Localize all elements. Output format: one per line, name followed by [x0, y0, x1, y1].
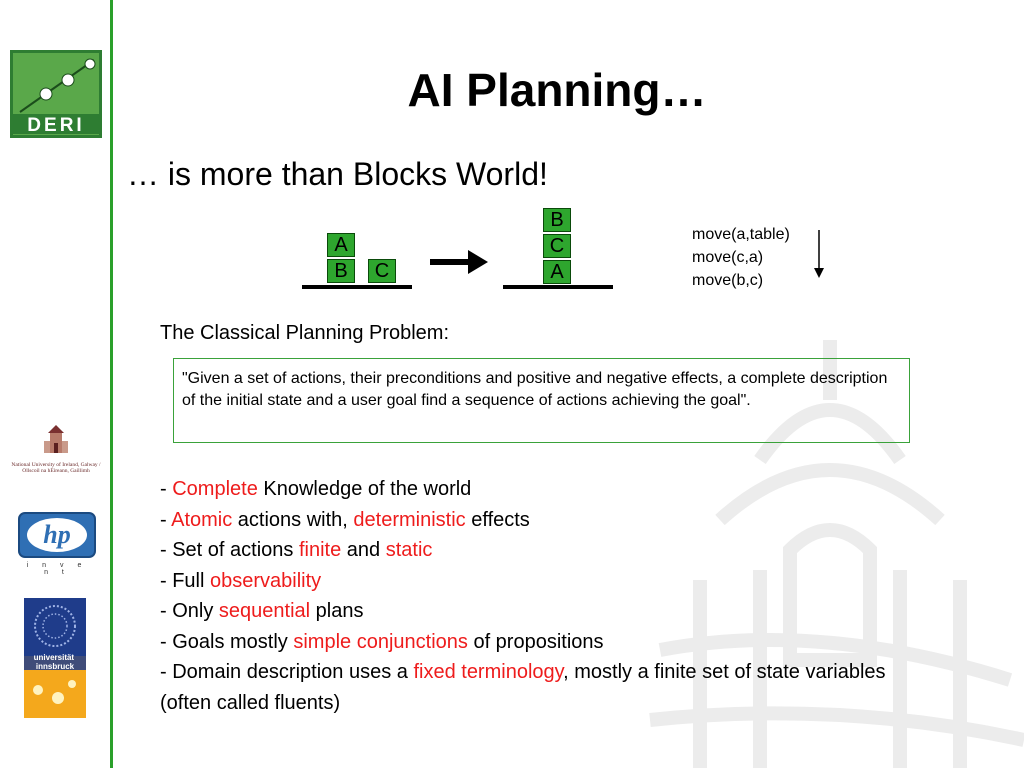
left-divider-rule: [110, 0, 113, 768]
bullet-highlight-term: fixed terminology: [413, 661, 564, 683]
bullet-text: of propositions: [467, 630, 604, 653]
definition-quote-text: "Given a set of actions, their precondit…: [182, 370, 888, 409]
bullet-text: - Only: [160, 600, 219, 622]
bullet-highlight-term: static: [385, 539, 433, 561]
bullet-text: effects: [465, 508, 530, 531]
classical-planning-heading: The Classical Planning Problem:: [160, 322, 450, 344]
bullet-highlight-term: sequential: [218, 600, 311, 622]
nuig-logo: National University of Ireland, Galway /…: [4, 425, 108, 474]
bullet-text: and: [341, 539, 386, 561]
deri-logo-text: DERI: [27, 115, 84, 136]
hp-logo: hp i n v e n t: [18, 512, 96, 576]
block-initial-single: C: [368, 259, 396, 283]
bullet-text: - Goals mostly: [160, 630, 294, 653]
bullet-highlight-term: Complete: [172, 478, 258, 500]
block-initial-top: A: [327, 233, 355, 257]
assumptions-bullet-list: - Complete Knowledge of the world- Atomi…: [160, 474, 920, 718]
watermark-illustration: [640, 320, 1024, 768]
nuig-crest-icon: [44, 425, 68, 453]
bullet-text: , mostly a finite set of state variables…: [160, 661, 886, 714]
hp-tagline: i n v e n t: [26, 562, 88, 576]
bullet-text: plans: [310, 600, 364, 622]
bullet-text: - Full: [160, 569, 210, 592]
bullet-highlight-term: simple conjunctions: [293, 630, 468, 653]
bullet-item: - Domain description uses a fixed termin…: [160, 657, 920, 718]
slide-subtitle: … is more than Blocks World!: [127, 156, 548, 192]
bullet-text: -: [160, 508, 172, 531]
bullet-item: - Atomic actions with, deterministic eff…: [160, 505, 920, 536]
nuig-logo-text: National University of Ireland, Galway /…: [11, 462, 101, 474]
bullet-highlight-term: Atomic: [171, 508, 233, 531]
hp-logo-text: hp: [43, 520, 70, 549]
block-initial-bottom: B: [327, 259, 355, 283]
bullet-item: - Goals mostly simple conjunctions of pr…: [160, 627, 920, 658]
bullet-highlight-term: deterministic: [353, 508, 466, 531]
block-goal-middle: C: [543, 234, 571, 258]
block-goal-top: B: [543, 208, 571, 232]
innsbruck-logo-line2: innsbruck: [36, 662, 75, 671]
move-sequence: move(a,table) move(c,a) move(b,c): [692, 223, 790, 292]
initial-table-line: [302, 285, 412, 289]
goal-table-line: [503, 285, 613, 289]
bullet-text: - Set of actions: [160, 539, 299, 561]
bullet-text: -: [160, 478, 173, 500]
bullet-item: - Full observability: [160, 566, 920, 597]
innsbruck-logo-line1: universität: [34, 653, 75, 662]
bullet-item: - Set of actions finite and static: [160, 535, 920, 566]
move-step-1: move(a,table): [692, 226, 790, 243]
bullet-highlight-term: finite: [298, 539, 342, 561]
block-goal-bottom: A: [543, 260, 571, 284]
bullet-highlight-term: observability: [210, 569, 322, 592]
bullet-item: - Complete Knowledge of the world: [160, 474, 920, 505]
bullet-text: - Domain description uses a: [160, 661, 414, 683]
bullet-text: actions with,: [232, 508, 354, 531]
move-step-2: move(c,a): [692, 249, 764, 266]
slide-title: AI Planning…: [407, 64, 707, 116]
innsbruck-logo-text: universität innsbruck: [34, 653, 77, 671]
transition-arrow-icon: [430, 250, 488, 274]
bullet-item: - Only sequential plans: [160, 596, 920, 627]
innsbruck-logo: universität innsbruck: [24, 598, 86, 718]
definition-quote-box: "Given a set of actions, their precondit…: [173, 358, 910, 443]
deri-logo: DERI: [10, 50, 102, 138]
bullet-text: Knowledge of the world: [257, 478, 472, 500]
move-step-3: move(b,c): [692, 272, 764, 289]
sequence-down-arrow-icon: [814, 230, 824, 278]
